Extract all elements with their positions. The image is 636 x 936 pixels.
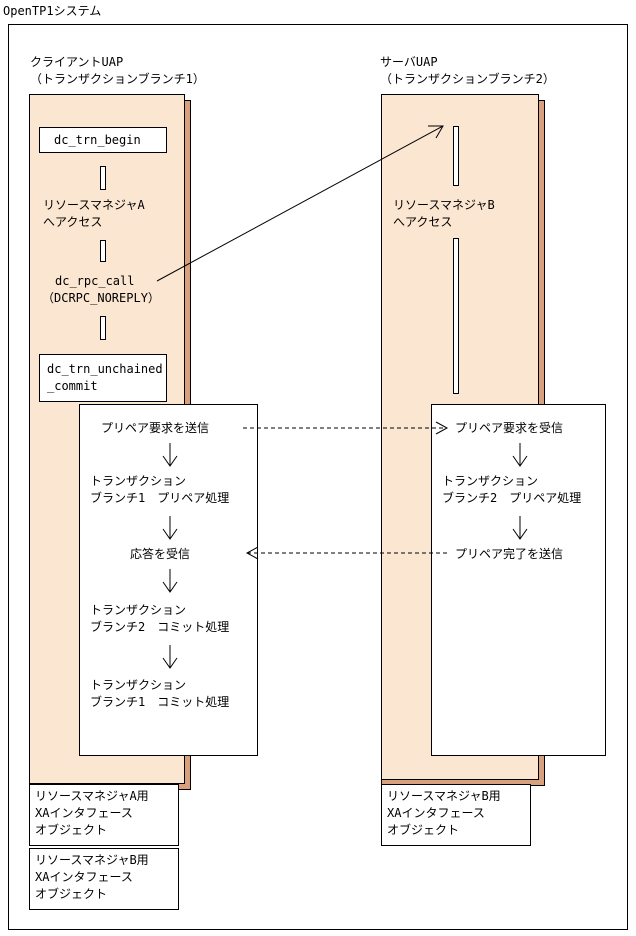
branch2-prepare-line2: ブランチ2 プリペア処理 (442, 491, 582, 505)
prepare-request-arrowhead (435, 421, 449, 435)
prepare-done-send-label: プリペア完了を送信 (455, 547, 564, 561)
client-bar-2 (100, 240, 106, 262)
server-access-line1: リソースマネジャB (393, 198, 495, 212)
client-flow-arrow-3 (162, 569, 178, 593)
branch1-commit-line2: ブランチ1 コミット処理 (90, 695, 230, 709)
client-bar-3 (100, 316, 106, 340)
xa-client-b-line2: XAインタフェース (35, 870, 133, 884)
client-title-line1: クライアントUAP (30, 55, 124, 69)
rpc-call-arrow (156, 125, 444, 282)
xa-object-client-b-box (29, 848, 179, 910)
client-title-line2: （トランザクションブランチ1） (30, 72, 205, 86)
client-flow-arrow-2 (162, 516, 178, 540)
xa-client-b-line1: リソースマネジャB用 (35, 853, 149, 867)
trn-commit-line2: _commit (47, 379, 98, 393)
server-access-line2: へアクセス (393, 215, 453, 229)
branch1-prepare-line1: トランザクション (90, 474, 187, 488)
client-access-line1: リソースマネジャA (43, 198, 145, 212)
xa-client-a-line1: リソースマネジャA用 (35, 789, 149, 803)
server-commit-process-box (431, 404, 606, 756)
rpc-call-arrowhead (428, 125, 444, 139)
response-receive-label: 応答を受信 (130, 547, 191, 561)
server-bar-1 (453, 126, 459, 186)
server-title-line2: （トランザクションブランチ2） (380, 72, 555, 86)
branch2-prepare-line1: トランザクション (442, 474, 539, 488)
rpc-call-line2: （DCRPC_NOREPLY） (42, 291, 160, 305)
trn-commit-box (39, 354, 167, 402)
rpc-call-line1: dc_rpc_call (55, 274, 135, 288)
xa-client-a-line2: XAインタフェース (35, 806, 133, 820)
prepare-receive-label: プリペア要求を受信 (455, 421, 564, 435)
system-title: OpenTP1システム (3, 4, 102, 18)
branch1-commit-line1: トランザクション (90, 678, 187, 692)
prepare-send-label: プリペア要求を送信 (101, 421, 210, 435)
xa-server-b-line3: オブジェクト (387, 823, 460, 837)
xa-client-a-line3: オブジェクト (35, 823, 108, 837)
branch2-commit-line1: トランザクション (90, 603, 187, 617)
trn-begin-box (39, 127, 167, 153)
trn-begin-label: dc_trn_begin (54, 133, 141, 147)
trn-commit-line1: dc_trn_unchained (47, 362, 163, 376)
branch2-commit-line2: ブランチ2 コミット処理 (90, 620, 230, 634)
xa-object-server-b-box (381, 784, 531, 846)
xa-client-b-line3: オブジェクト (35, 887, 108, 901)
client-flow-arrow-1 (162, 443, 178, 467)
xa-object-client-a-box (29, 784, 179, 846)
xa-server-b-line1: リソースマネジャB用 (387, 789, 501, 803)
client-flow-arrow-4 (162, 645, 178, 669)
branch1-prepare-line2: ブランチ1 プリペア処理 (90, 491, 230, 505)
prepare-done-arrowhead (245, 546, 259, 560)
client-bar-1 (100, 166, 106, 190)
server-flow-arrow-1 (512, 443, 528, 467)
server-flow-arrow-2 (512, 516, 528, 540)
client-commit-process-box (79, 404, 258, 756)
xa-server-b-line2: XAインタフェース (387, 806, 485, 820)
server-title-line1: サーバUAP (380, 55, 438, 69)
system-frame (8, 24, 628, 930)
client-access-line2: へアクセス (43, 215, 103, 229)
server-bar-2 (453, 238, 459, 394)
